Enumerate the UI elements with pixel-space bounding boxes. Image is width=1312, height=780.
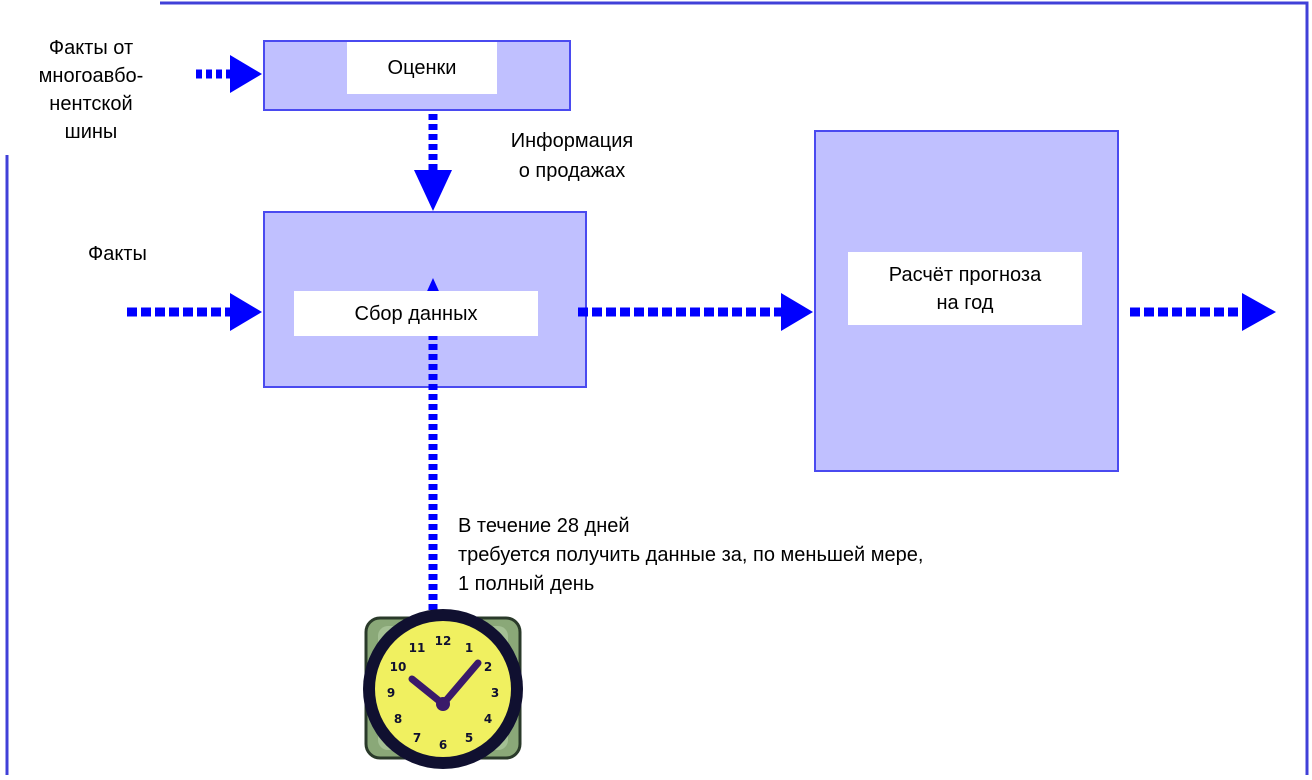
frame-border xyxy=(160,1,1309,775)
clock-number: 12 xyxy=(435,634,452,648)
schedule-note: В течение 28 дней требуется получить дан… xyxy=(458,515,924,595)
clock-number: 3 xyxy=(491,686,499,700)
clock-number: 5 xyxy=(465,731,473,745)
sales-info-label: Информация о продажах xyxy=(510,130,634,182)
clock-number: 6 xyxy=(439,738,447,752)
clock-number: 7 xyxy=(413,731,421,745)
forecast-label: Расчёт прогноза на год xyxy=(848,252,1082,325)
arrow-forecast-output xyxy=(1130,293,1276,331)
clock-number: 11 xyxy=(409,641,426,655)
arrow-collection-to-forecast xyxy=(578,293,813,331)
clock-number: 1 xyxy=(465,641,473,655)
arrow-bus-to-estimates xyxy=(196,55,262,93)
clock-minute-hand xyxy=(439,659,482,708)
arrow-facts-to-collection xyxy=(127,293,262,331)
data-collection-label: Сбор данных xyxy=(294,291,538,336)
facts-label: Факты xyxy=(88,243,147,265)
clock-number: 9 xyxy=(387,686,395,700)
arrow-estimates-to-collection xyxy=(414,114,452,211)
clock-number: 8 xyxy=(394,712,402,726)
clock-number: 4 xyxy=(484,712,492,726)
clock-number: 2 xyxy=(484,660,492,674)
facts-bus-label: Факты от многоавбо- нентской шины xyxy=(38,37,144,143)
estimates-label: Оценки xyxy=(347,42,497,94)
clock-number: 10 xyxy=(390,660,407,674)
